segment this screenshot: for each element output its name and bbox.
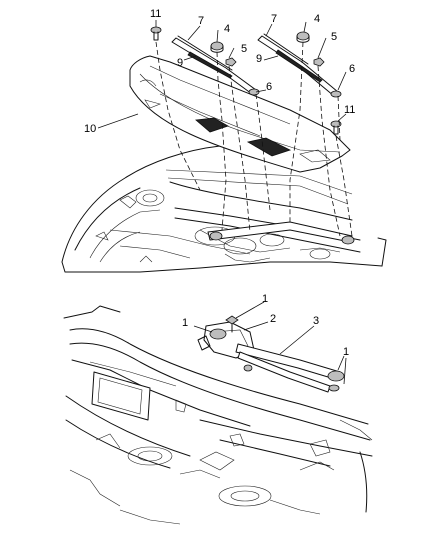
wiper-blade-right (275, 49, 323, 83)
callout-3: 3 (313, 315, 319, 327)
pivot-nut-left (225, 57, 237, 67)
callout-11: 11 (150, 8, 161, 20)
callout-7: 7 (271, 13, 277, 25)
callout-5: 5 (241, 43, 247, 55)
wiper-blade-left (187, 51, 233, 79)
callout-9: 9 (177, 57, 183, 69)
callout-4: 4 (314, 13, 320, 25)
screw-top-left (150, 26, 162, 41)
pivot-cap-left (210, 41, 224, 53)
callout-6: 6 (349, 63, 355, 75)
pivot-cap-right (296, 31, 310, 43)
callout-11: 11 (344, 104, 355, 116)
callouts-top: 11 7 4 5 9 7 4 5 9 6 6 10 11 (84, 8, 355, 135)
alignment-lines-top (155, 41, 353, 237)
callout-5: 5 (331, 31, 337, 43)
callout-7: 7 (198, 15, 204, 27)
callout-4: 4 (224, 23, 230, 35)
callout-6: 6 (266, 81, 272, 93)
wiper-linkage-top (207, 221, 355, 245)
screw-right (330, 120, 342, 135)
top-exploded-view: 11 7 4 5 9 7 4 5 9 6 6 10 11 (61, 8, 387, 273)
leader-lines-bottom (193, 301, 347, 385)
callouts-bottom: 1 1 2 3 1 (182, 293, 349, 358)
cowl-panel (129, 55, 351, 173)
callout-1: 1 (182, 317, 188, 329)
pivot-nut-right (313, 57, 325, 67)
vehicle-body-top (61, 145, 387, 273)
callout-10: 10 (84, 123, 96, 135)
callout-1: 1 (343, 346, 349, 358)
leader-lines-top (97, 20, 347, 129)
wiper-linkage (235, 343, 345, 393)
callout-2: 2 (270, 313, 276, 325)
callout-1: 1 (262, 293, 268, 305)
callout-9: 9 (256, 53, 262, 65)
vehicle-body-bottom (63, 305, 373, 525)
bottom-installed-view: 1 1 2 3 1 (63, 293, 373, 525)
mounting-bolt (225, 315, 239, 333)
